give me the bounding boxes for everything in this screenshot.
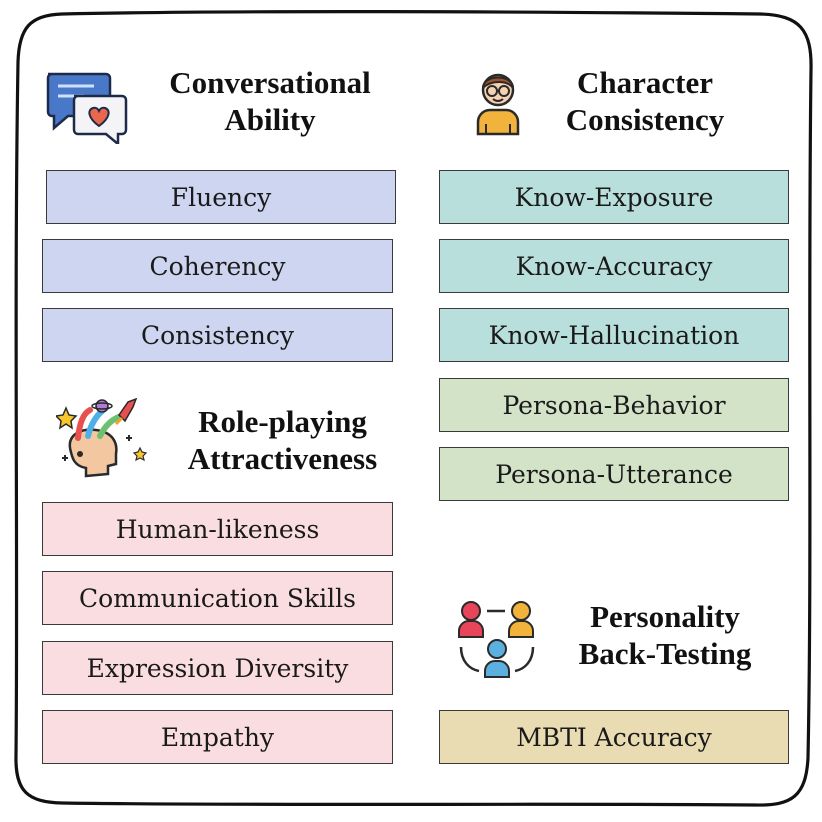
metric-expression-diversity: Expression Diversity — [42, 641, 393, 695]
metric-communication-skills: Communication Skills — [42, 571, 393, 625]
metric-coherency: Coherency — [42, 239, 393, 293]
metric-consistency: Consistency — [42, 308, 393, 362]
heading-character-consistency: Character Consistency — [565, 65, 725, 137]
heading-roleplaying-attractiveness: Role-playing Attractiveness — [187, 404, 378, 476]
person-glasses-icon — [470, 66, 526, 136]
metric-know-exposure: Know-Exposure — [439, 170, 789, 224]
chat-heart-icon — [44, 68, 130, 147]
heading-conversational-ability: Conversational Ability — [169, 65, 371, 137]
metric-fluency: Fluency — [46, 170, 396, 224]
metric-know-hallucination: Know-Hallucination — [439, 308, 789, 362]
metric-persona-behavior: Persona-Behavior — [439, 378, 789, 432]
heading-personality-back-testing: Personality Back-Testing — [578, 599, 752, 671]
metric-know-accuracy: Know-Accuracy — [439, 239, 789, 293]
people-network-icon — [455, 597, 539, 683]
metric-empathy: Empathy — [42, 710, 393, 764]
metric-mbti-accuracy: MBTI Accuracy — [439, 710, 789, 764]
metric-human-likeness: Human-likeness — [42, 502, 393, 556]
metric-persona-utterance: Persona-Utterance — [439, 447, 789, 501]
creative-mind-icon — [54, 397, 152, 480]
